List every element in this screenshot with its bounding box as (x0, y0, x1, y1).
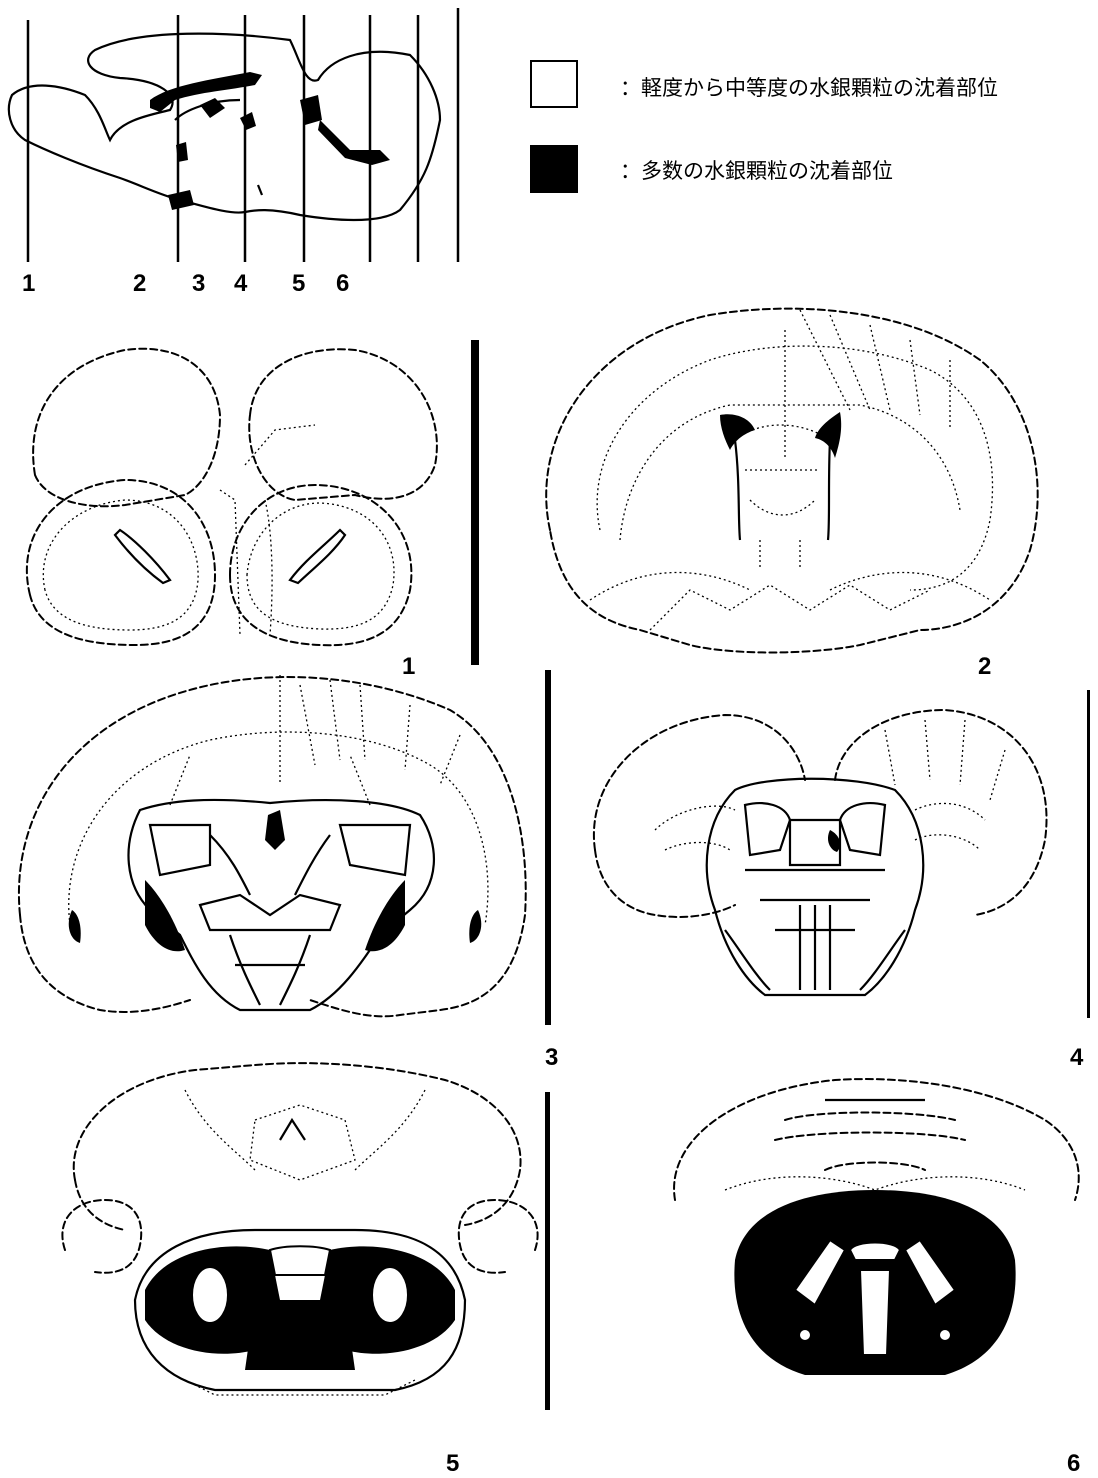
sagittal-label-2: 2 (133, 272, 146, 296)
legend-dark-label: ：多数の水銀顆粒の沈着部位 (620, 155, 893, 185)
sagittal-brain-diagram (0, 0, 470, 270)
section-5-diagram (55, 1050, 555, 1410)
sagittal-label-5: 5 (292, 272, 305, 296)
section-3-scale-bar (545, 670, 551, 1025)
section-4-scale-bar (1087, 690, 1090, 1018)
section-3-diagram (10, 665, 530, 1045)
section-5-scale-bar (545, 1092, 550, 1410)
section-2-diagram (530, 300, 1050, 660)
sagittal-label-4: 4 (234, 272, 247, 296)
sagittal-label-1: 1 (22, 272, 35, 296)
section-6-diagram (655, 1060, 1095, 1420)
section-4-diagram (585, 690, 1065, 1020)
legend-dark-swatch (530, 145, 578, 193)
legend-light-swatch (530, 60, 578, 108)
legend-light-label: ：軽度から中等度の水銀顆粒の沈着部位 (620, 72, 998, 102)
section-5-label: 5 (446, 1452, 459, 1476)
section-1-scale-bar (471, 340, 479, 665)
section-2-label: 2 (978, 655, 991, 679)
sagittal-label-6: 6 (336, 272, 349, 296)
section-6-label: 6 (1067, 1452, 1080, 1476)
sagittal-label-3: 3 (192, 272, 205, 296)
section-1-diagram (15, 335, 455, 665)
